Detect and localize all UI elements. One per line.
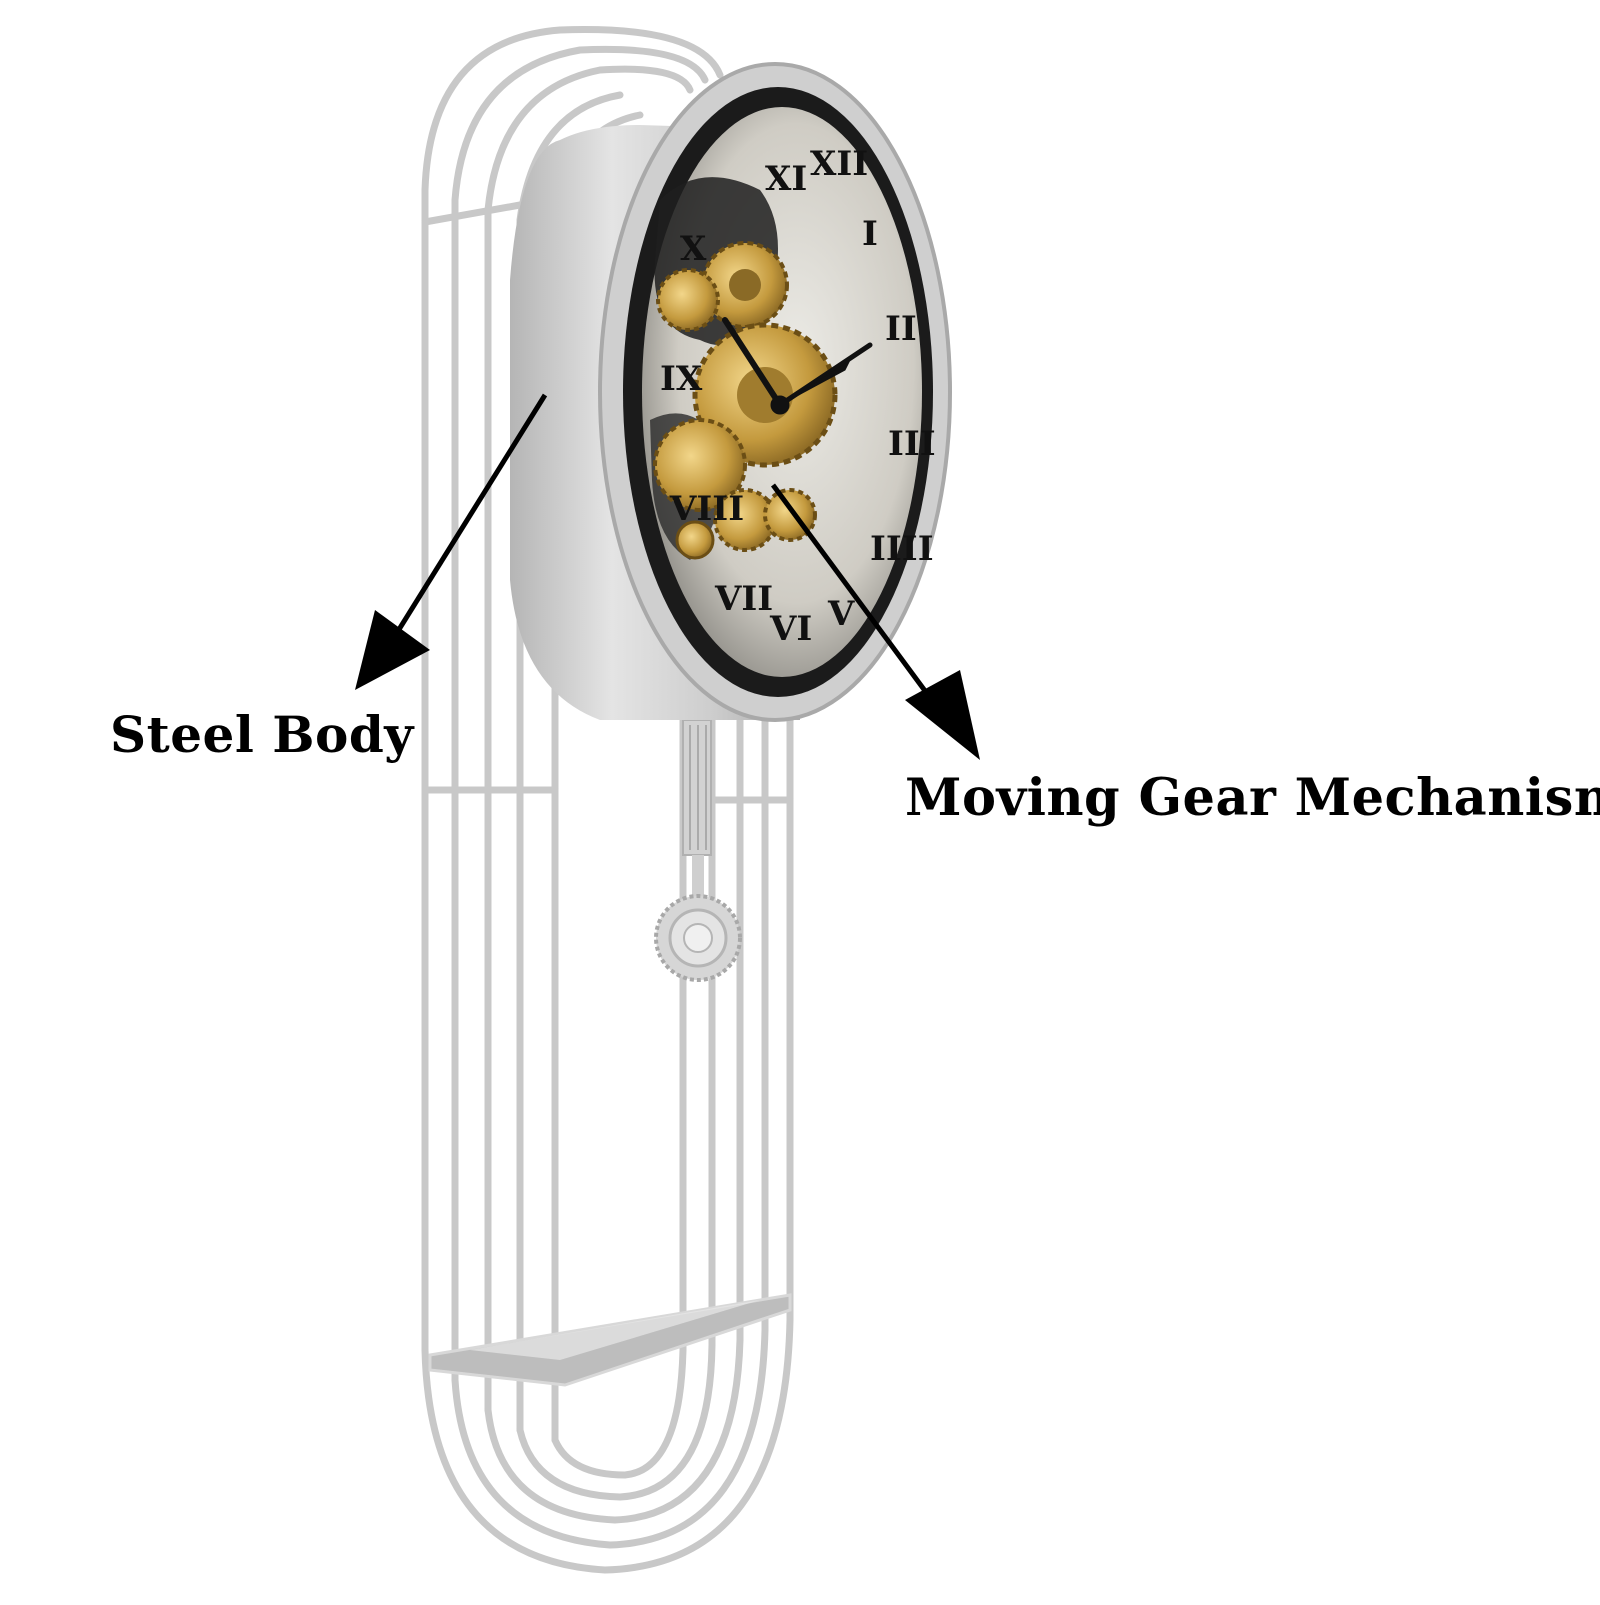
glass-shelf (428, 1293, 792, 1387)
steel-body-arrow (372, 393, 548, 670)
numeral-xi: XI (765, 159, 807, 199)
steel-body-label: Steel Body (110, 705, 414, 764)
annotation-arrows (355, 393, 980, 760)
steel-body-arrowhead (355, 610, 430, 690)
numeral-x: X (680, 229, 707, 269)
numeral-viii: VIII (669, 489, 744, 529)
gear-arrowhead (905, 670, 980, 760)
pendulum (654, 719, 742, 982)
numeral-ii: II (885, 309, 917, 349)
numeral-iii: III (888, 424, 936, 464)
numeral-vi: VI (769, 609, 812, 649)
numeral-iiii: IIII (870, 529, 934, 569)
gear-arrow (770, 483, 951, 724)
gear-mechanism (653, 241, 838, 560)
numeral-ix: IX (660, 359, 703, 399)
numeral-vii: VII (714, 579, 773, 619)
gear-mechanism-label: Moving Gear Mechanism (905, 768, 1600, 828)
numeral-i: I (862, 214, 878, 254)
clock-hands (722, 317, 873, 415)
numeral-xii: XII (810, 144, 868, 184)
numeral-v: V (827, 594, 855, 634)
roman-numerals: XI XII I II III IIII V VI VII VIII IX X (660, 144, 936, 649)
